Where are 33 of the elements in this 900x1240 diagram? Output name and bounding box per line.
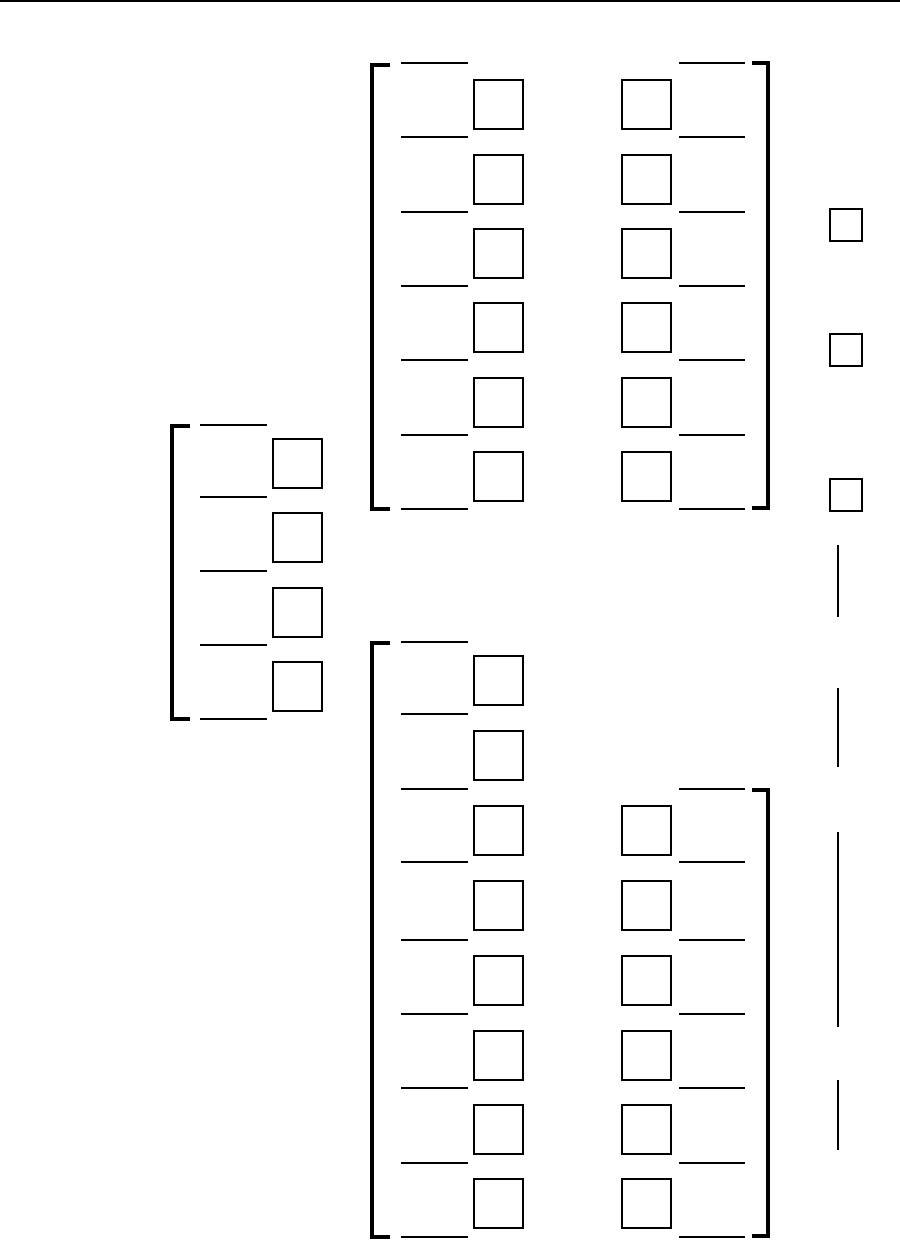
empty-box — [473, 451, 524, 502]
empty-box — [473, 805, 524, 856]
empty-box — [621, 1104, 672, 1155]
empty-box — [473, 955, 524, 1006]
empty-box — [621, 1030, 672, 1081]
empty-box — [272, 438, 323, 489]
empty-box — [829, 478, 863, 512]
empty-box — [621, 228, 672, 279]
empty-box — [621, 154, 672, 205]
empty-box — [473, 1178, 524, 1229]
empty-box — [473, 228, 524, 279]
empty-box — [272, 587, 323, 638]
empty-box — [272, 512, 323, 563]
empty-box — [621, 451, 672, 502]
empty-box — [473, 302, 524, 353]
empty-box — [272, 661, 323, 712]
empty-box — [621, 880, 672, 931]
empty-box — [621, 955, 672, 1006]
empty-box — [473, 655, 524, 706]
empty-box — [621, 1178, 672, 1229]
empty-box — [621, 377, 672, 428]
empty-box — [473, 79, 524, 130]
empty-box — [473, 154, 524, 205]
empty-box — [621, 805, 672, 856]
empty-box — [829, 333, 863, 367]
empty-box — [473, 880, 524, 931]
empty-box — [473, 1030, 524, 1081]
empty-box — [473, 377, 524, 428]
empty-box — [473, 1104, 524, 1155]
empty-box — [473, 730, 524, 781]
empty-box — [829, 208, 863, 242]
empty-box — [621, 302, 672, 353]
empty-box — [621, 79, 672, 130]
